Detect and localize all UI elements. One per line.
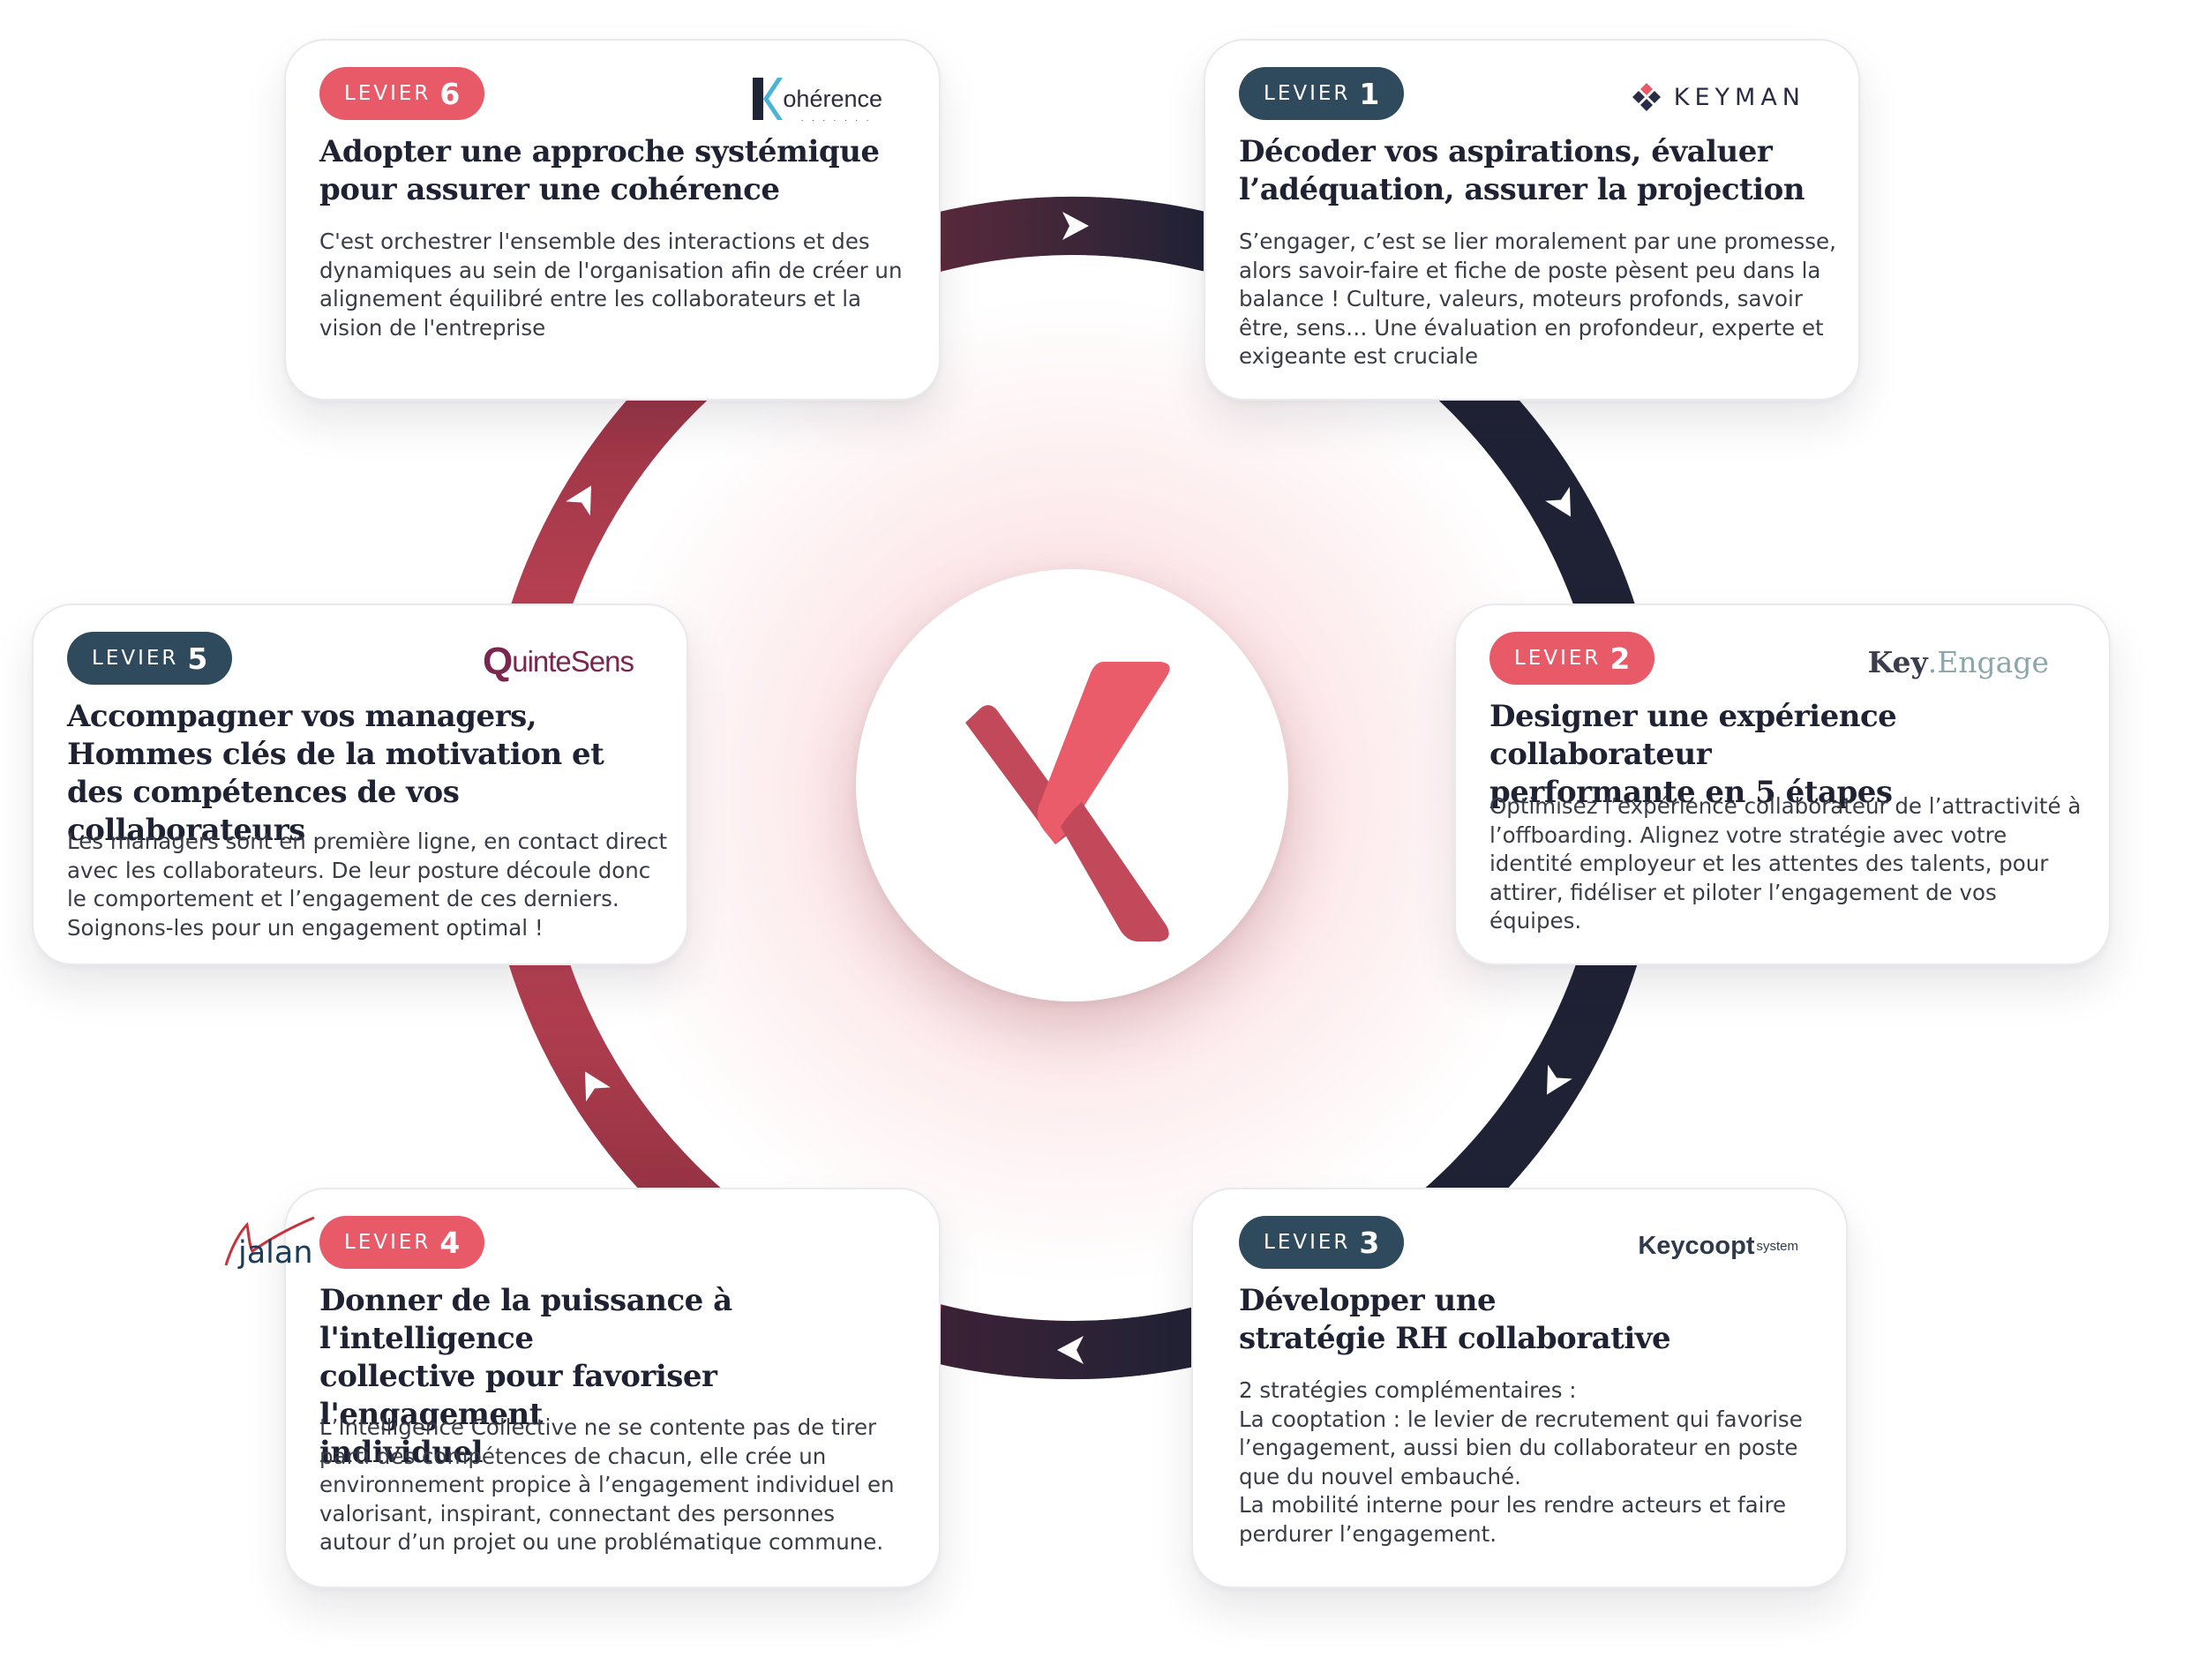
badge-number: 5 <box>187 641 208 676</box>
center-logo-disc <box>856 569 1288 1001</box>
badge-levier-3: LEVIER 3 <box>1239 1216 1405 1269</box>
badge-label: LEVIER <box>1264 1231 1351 1254</box>
card-levier-1: LEVIER 1 KEYMAN Décoder vos aspirations,… <box>1204 39 1860 401</box>
arrow-left-lower <box>585 1071 611 1102</box>
keyengage-logo-engage: .Engage <box>1927 644 2049 679</box>
badge-levier-2: LEVIER 2 <box>1489 632 1655 685</box>
keycoopt-logo-text: Keycoopt <box>1638 1231 1755 1260</box>
card-levier-4: LEVIER 4 jalan Donner de la puissance à … <box>224 1188 941 1588</box>
badge-label: LEVIER <box>1264 82 1351 105</box>
coherence-k-icon <box>753 78 784 120</box>
levier-1-title: Décoder vos aspirations, évaluer l’adéqu… <box>1239 134 1805 207</box>
levier-4-title: Donner de la puissance à l'intelligence … <box>319 1283 732 1470</box>
badge-number: 6 <box>439 76 461 111</box>
badge-number: 1 <box>1359 76 1380 111</box>
badge-number: 3 <box>1359 1225 1380 1260</box>
badge-levier-1: LEVIER 1 <box>1239 67 1405 120</box>
levier-3-description: 2 stratégies complémentaires : La coopta… <box>1239 1377 1803 1547</box>
arrow-bottom <box>1057 1336 1084 1364</box>
levier-5-description: Les managers sont en première ligne, en … <box>67 829 668 941</box>
keycoopt-logo-sup: system <box>1756 1238 1798 1254</box>
badge-label: LEVIER <box>344 1231 431 1254</box>
quintesens-logo-q: Q <box>482 640 513 683</box>
levier-2-title: Designer une expérience collaborateur pe… <box>1489 699 1897 810</box>
levier-4-description: L’Intelligence Collective ne se contente… <box>319 1414 895 1555</box>
badge-label: LEVIER <box>344 82 431 105</box>
levier-1-description: S’engager, c’est se lier moralement par … <box>1239 229 1836 369</box>
keyengage-logo: Key.Engage <box>1868 634 2049 690</box>
badge-label: LEVIER <box>92 647 179 670</box>
levier-3-title: Développer une stratégie RH collaborativ… <box>1239 1283 1671 1356</box>
levier-5-title: Accompagner vos managers, Hommes clés de… <box>67 699 604 848</box>
keyman-diamond-icon <box>1632 83 1661 111</box>
arrow-left-upper <box>566 485 591 516</box>
arrow-right-upper <box>1545 486 1571 517</box>
jalan-logo-text: jalan <box>238 1235 313 1271</box>
badge-levier-5: LEVIER 5 <box>67 632 233 685</box>
arrow-top <box>1062 212 1089 240</box>
badge-levier-4: LEVIER 4 <box>319 1216 485 1269</box>
jalan-swoosh-icon <box>224 1216 315 1266</box>
arrow-right-lower <box>1547 1064 1572 1095</box>
keyman-logo-text: KEYMAN <box>1673 83 1805 111</box>
badge-number: 2 <box>1609 641 1631 676</box>
levier-6-title: Adopter une approche systémique pour ass… <box>319 134 880 207</box>
jalan-logo: jalan <box>224 1212 881 1271</box>
keyman-logo: KEYMAN <box>1632 69 1805 125</box>
card-levier-6: LEVIER 6 ohérence ······· Adopter une ap… <box>284 39 941 401</box>
badge-number: 4 <box>439 1225 461 1260</box>
badge-levier-6: LEVIER 6 <box>319 67 485 120</box>
levier-6-description: C'est orchestrer l'ensemble des interact… <box>319 229 903 341</box>
keyman-k-monogram-icon <box>965 662 1170 941</box>
coherence-logo-text: ohérence <box>783 85 882 112</box>
coherence-logo: ohérence ······· <box>747 71 882 127</box>
levier-2-description: Optimisez l’expérience collaborateur de … <box>1489 793 2082 934</box>
card-levier-2: LEVIER 2 Key.Engage Designer une expérie… <box>1454 604 2111 965</box>
badge-label: LEVIER <box>1514 647 1602 670</box>
keyengage-logo-key: Key <box>1867 644 1928 679</box>
quintesens-logo-text: uinteSens <box>512 645 634 678</box>
